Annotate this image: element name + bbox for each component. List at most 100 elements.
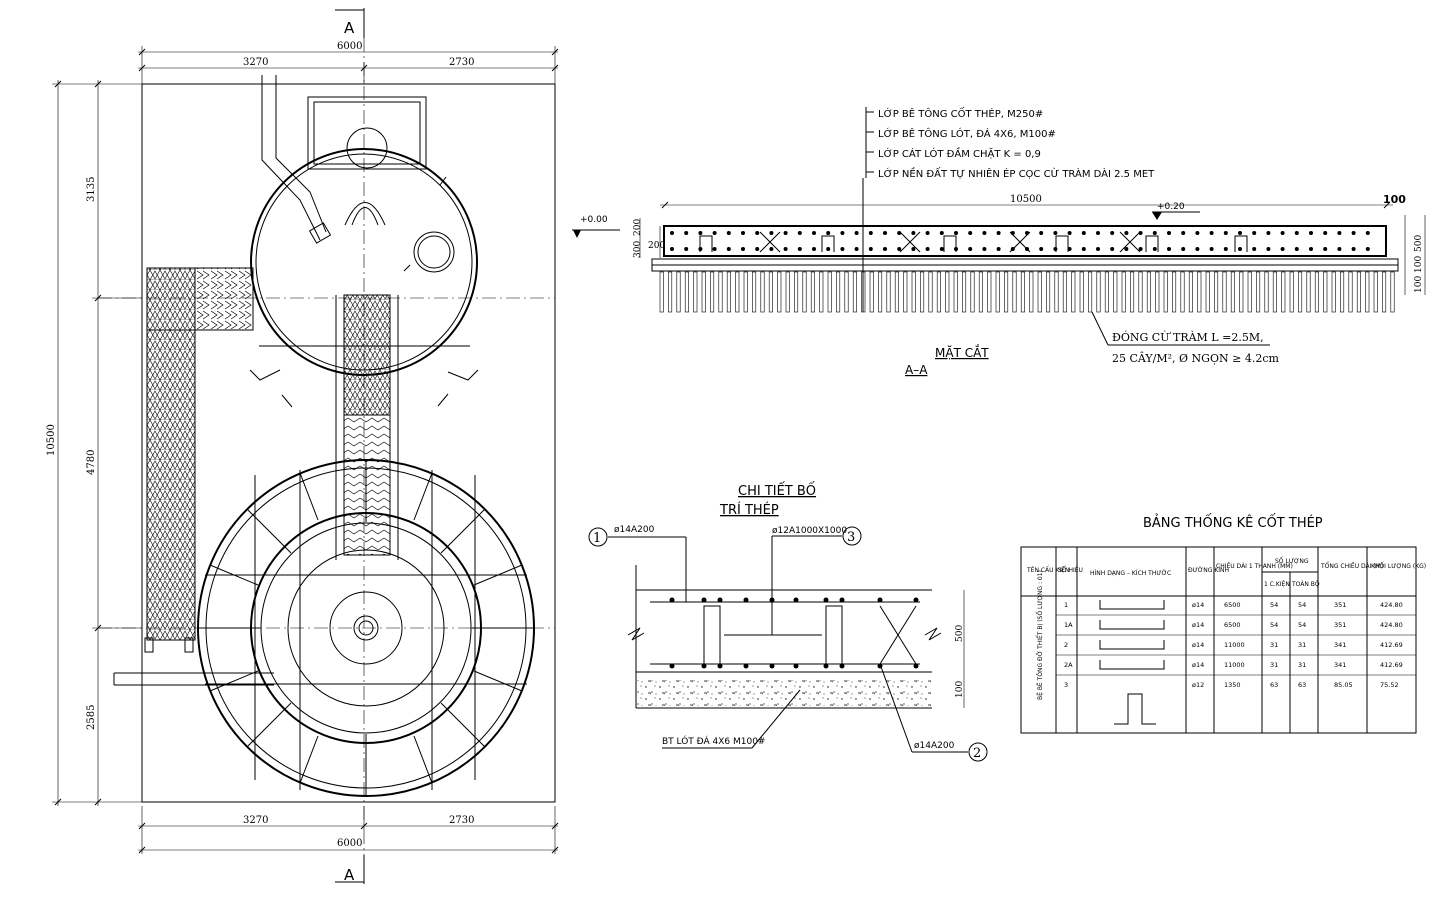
rebar-dot bbox=[911, 231, 916, 235]
rebar-dot bbox=[1209, 247, 1214, 251]
stirrup bbox=[1234, 235, 1248, 252]
dim-left-bottom: 3270 bbox=[243, 815, 268, 826]
rebar-dot bbox=[1152, 231, 1157, 235]
rebar-dot bbox=[1238, 231, 1242, 235]
pile bbox=[1012, 271, 1017, 313]
rebar-dot bbox=[670, 247, 674, 251]
pile bbox=[819, 271, 824, 313]
rebar-dot bbox=[939, 231, 944, 235]
rebar-dot bbox=[726, 231, 731, 235]
section-length-dim: 10500 bbox=[1010, 194, 1042, 205]
pile bbox=[1188, 271, 1193, 313]
mark-1: 1 bbox=[593, 531, 601, 546]
rebar-dot bbox=[1337, 231, 1342, 235]
table-cell-weight: 412.69 bbox=[1380, 661, 1403, 669]
rebar-dot bbox=[1294, 247, 1299, 251]
rebar-dot bbox=[939, 247, 944, 251]
pile bbox=[1138, 271, 1143, 313]
rebar-dot bbox=[883, 247, 887, 251]
dim-right-top: 2730 bbox=[449, 57, 474, 68]
th-total-length: TỔNG CHIỀU DÀI (M) bbox=[1320, 562, 1383, 570]
rebar-dot bbox=[868, 247, 873, 251]
section-mark-bottom: A bbox=[335, 855, 365, 884]
section-title-sub: A–A bbox=[905, 363, 928, 377]
bar-3-label: ø12A1000X1000 bbox=[772, 526, 847, 536]
pile bbox=[886, 271, 891, 313]
pile bbox=[802, 271, 807, 313]
rebar-dot bbox=[1223, 231, 1228, 235]
table-cell-per: 54 bbox=[1270, 601, 1278, 609]
pile bbox=[718, 271, 723, 313]
detail-dot-top bbox=[793, 597, 799, 603]
dim-100-top: 100 bbox=[1383, 193, 1406, 206]
pile bbox=[1046, 271, 1051, 313]
table-cell-diameter: ø14 bbox=[1192, 621, 1204, 629]
pile bbox=[1197, 271, 1202, 313]
pile bbox=[1180, 271, 1185, 313]
pile bbox=[1239, 271, 1244, 313]
rebar-dot bbox=[883, 231, 887, 235]
detail-dot-bottom bbox=[743, 663, 749, 669]
note-layer-1: LỚP BÊ TÔNG CỐT THÉP, M250# bbox=[878, 106, 1043, 120]
table-cell-length: 11000 bbox=[1224, 661, 1245, 669]
table-cell-mark: 3 bbox=[1064, 681, 1068, 689]
rebar-dot bbox=[1280, 231, 1285, 235]
pile bbox=[962, 271, 967, 313]
table-cell-total: 63 bbox=[1298, 681, 1306, 689]
th-qty-per: 1 C.KIỆN bbox=[1264, 580, 1290, 588]
detail-dim-100: 100 bbox=[955, 681, 965, 698]
pile bbox=[970, 271, 975, 313]
pile bbox=[861, 271, 866, 313]
piles bbox=[659, 271, 1395, 313]
rebar-dot bbox=[1181, 231, 1186, 235]
rebar-dot bbox=[1266, 231, 1271, 235]
pile bbox=[1172, 271, 1177, 313]
rebar-dot bbox=[1195, 247, 1200, 251]
rebar-dot bbox=[1223, 247, 1228, 251]
th-component: TÊN CẤU KIỆN bbox=[1026, 566, 1069, 574]
plan-dims-top: 6000 3270 2730 bbox=[138, 41, 559, 84]
pile bbox=[987, 271, 992, 313]
walkway-center bbox=[335, 294, 399, 560]
walkway-left bbox=[144, 267, 254, 653]
rebar-dot bbox=[1053, 247, 1058, 251]
rebar-dot bbox=[1067, 247, 1072, 251]
rebar-dot bbox=[1124, 247, 1129, 251]
table-cell-length: 6500 bbox=[1224, 601, 1241, 609]
pile bbox=[794, 271, 799, 313]
dim-total-width-top: 6000 bbox=[337, 41, 362, 52]
pile bbox=[1079, 271, 1084, 313]
rebar-dot bbox=[982, 247, 987, 251]
pile bbox=[1272, 271, 1277, 313]
pile bbox=[1054, 271, 1059, 313]
pile bbox=[894, 271, 899, 313]
pile bbox=[920, 271, 925, 313]
rebar-dot bbox=[840, 231, 845, 235]
dim-right-bottom: 2730 bbox=[449, 815, 474, 826]
cross-bar bbox=[1009, 231, 1031, 253]
rebar-dot bbox=[996, 231, 1001, 235]
rebar-dot bbox=[1195, 231, 1200, 235]
table-cell-mark: 2 bbox=[1064, 641, 1068, 649]
pile-note-1: ĐÓNG CỪ TRÀM L =2.5M, bbox=[1112, 330, 1264, 344]
dim-300: 300 bbox=[633, 241, 643, 258]
th-weight: KHỐI LƯỢNG (KG) bbox=[1371, 562, 1426, 570]
mark-2-circle bbox=[968, 742, 988, 762]
table-cell-total_length: 341 bbox=[1334, 641, 1346, 649]
rebar-dot bbox=[1351, 231, 1356, 235]
dim-h3: 2585 bbox=[86, 705, 97, 730]
pile bbox=[1331, 271, 1336, 313]
dim-100-right-b: 100 bbox=[1414, 276, 1424, 293]
rebar-dot bbox=[1323, 231, 1328, 235]
rebar-dot bbox=[1081, 247, 1086, 251]
pile bbox=[1146, 271, 1151, 313]
pile bbox=[1289, 271, 1294, 313]
rebar-dot bbox=[812, 231, 816, 235]
rebar-dot bbox=[868, 231, 873, 235]
detail-title-1: CHI TIẾT BỐ bbox=[738, 482, 816, 499]
rebar-dot bbox=[1252, 231, 1257, 235]
mark-3-circle bbox=[842, 526, 862, 546]
detail-dot-bottom bbox=[823, 663, 829, 669]
